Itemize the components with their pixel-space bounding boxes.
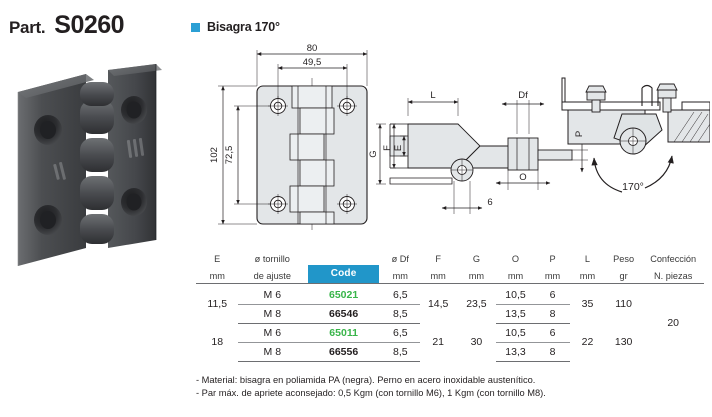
cell-df-g2r2: 8,5: [381, 342, 420, 362]
table-row: M 8 66546 8,5 13,5 8: [196, 304, 704, 324]
note-material: - Material: bisagra en poliamida PA (neg…: [196, 375, 536, 385]
cell-O-g1r1: 10,5: [495, 285, 536, 305]
cell-code-g2r1[interactable]: 65011: [306, 323, 382, 343]
label-G: G: [368, 150, 379, 157]
dim-width-total: 80: [307, 43, 318, 54]
dim-6: 6: [487, 197, 492, 208]
col-head-O-top: O: [511, 253, 520, 264]
table-row: 18 M 6 65011 6,5 21 30 10,5 6 22 130: [196, 323, 704, 348]
part-header: Part. S0260: [9, 11, 125, 40]
label-O: O: [519, 172, 526, 183]
cell-G-g2: 30: [470, 336, 483, 348]
cell-E-g1: 11,5: [207, 298, 228, 311]
cell-weight-g1: 110: [615, 298, 632, 311]
cell-P-g1r2: 8: [535, 304, 570, 324]
blue-square-bullet-icon: [191, 22, 200, 32]
label-E: E: [393, 145, 404, 151]
family-title: Bisagra 170°: [207, 20, 280, 34]
cell-screw-g1r2: M 8: [238, 304, 307, 324]
code-header-badge: Code: [308, 265, 380, 283]
cell-L-g2: 22: [581, 336, 594, 348]
col-head-P-top: P: [549, 253, 556, 264]
col-head-weight-unit: gr: [619, 271, 628, 281]
col-head-code-top: [306, 250, 381, 265]
label-L: L: [430, 90, 435, 101]
technical-drawings: 80 49,5 102 72,5 L Df P O G F E 6 170°: [190, 38, 710, 243]
dim-height-holes: 72,5: [224, 146, 235, 165]
dim-width-holes: 49,5: [303, 57, 322, 68]
cell-P-g2r2: 8: [535, 342, 570, 362]
cell-weight-g2: 130: [614, 336, 633, 348]
cell-O-g2r2: 13,3: [495, 342, 536, 362]
cell-O-g1r2: 13,5: [495, 304, 536, 324]
cell-df-g1r1: 6,5: [381, 285, 420, 305]
col-head-screw-top: ø tornillo: [254, 253, 290, 264]
family-header: Bisagra 170°: [191, 20, 280, 34]
footnotes: - Material: bisagra en poliamida PA (neg…: [196, 374, 546, 399]
cell-F-g2: 21: [432, 336, 445, 348]
cell-P-g1r1: 6: [535, 285, 570, 305]
col-head-G-top: G: [472, 253, 480, 264]
label-F: F: [382, 145, 393, 151]
col-head-Df-top: ø Df: [391, 253, 409, 264]
col-head-F-unit: mm: [430, 271, 446, 281]
col-head-G-unit: mm: [468, 271, 485, 281]
col-head-O-unit: mm: [507, 271, 524, 281]
col-head-pack-top: Confección: [650, 253, 697, 264]
col-head-weight-top: Peso: [613, 253, 635, 264]
cell-df-g1r2: 8,5: [381, 304, 420, 324]
table-body: 11,5 M 6 65021 6,5 14,5 23,5 10,5 6 35 1…: [196, 282, 704, 362]
col-head-F-top: F: [435, 253, 441, 264]
dim-height-total: 102: [209, 147, 220, 163]
label-Df: Df: [518, 90, 528, 101]
cell-code-g1r1[interactable]: 65021: [306, 285, 382, 305]
col-head-E-top: E: [214, 253, 221, 264]
col-head-pack-unit: N. piezas: [654, 271, 693, 281]
col-head-Df-unit: mm: [392, 271, 408, 281]
col-head-E-unit: mm: [209, 271, 225, 281]
cell-screw-g2r1: M 6: [238, 323, 307, 343]
cell-code-g1r2[interactable]: 66546: [306, 304, 382, 324]
cell-code-g2r2[interactable]: 66556: [306, 342, 382, 362]
table-head: E ø tornillo ø Df F G O P L Peso Confecc…: [196, 250, 704, 283]
cell-G-g1: 23,5: [466, 298, 487, 311]
table-row: M 8 66556 8,5 13,3 8: [196, 342, 704, 362]
col-head-P-unit: mm: [544, 271, 561, 281]
cell-confeccion: 20: [667, 317, 680, 330]
cell-screw-g1r1: M 6: [238, 285, 307, 305]
cell-F-g1: 14,5: [427, 298, 449, 311]
table-row: 11,5 M 6 65021 6,5 14,5 23,5 10,5 6 35 1…: [196, 285, 704, 329]
cell-df-g2r1: 6,5: [381, 323, 420, 343]
part-number: S0260: [54, 11, 125, 39]
spec-table: E ø tornillo ø Df F G O P L Peso Confecc…: [196, 250, 704, 362]
cell-E-g2: 18: [211, 336, 224, 348]
note-torque: - Par máx. de apriete aconsejado: 0,5 Kg…: [196, 387, 546, 398]
cell-L-g1: 35: [581, 298, 594, 311]
cell-P-g2r1: 6: [535, 323, 570, 343]
part-label: Part.: [9, 18, 46, 37]
product-photo: [8, 52, 188, 292]
angle-170: 170°: [622, 181, 644, 193]
col-head-L-top: L: [584, 253, 591, 264]
col-head-L-unit: mm: [579, 271, 596, 281]
label-P: P: [574, 131, 585, 137]
cell-O-g2r1: 10,5: [495, 323, 536, 343]
cell-screw-g2r2: M 8: [238, 342, 307, 362]
col-head-screw-sub: de ajuste: [253, 271, 291, 281]
col-head-code-cell: Code: [306, 265, 381, 283]
